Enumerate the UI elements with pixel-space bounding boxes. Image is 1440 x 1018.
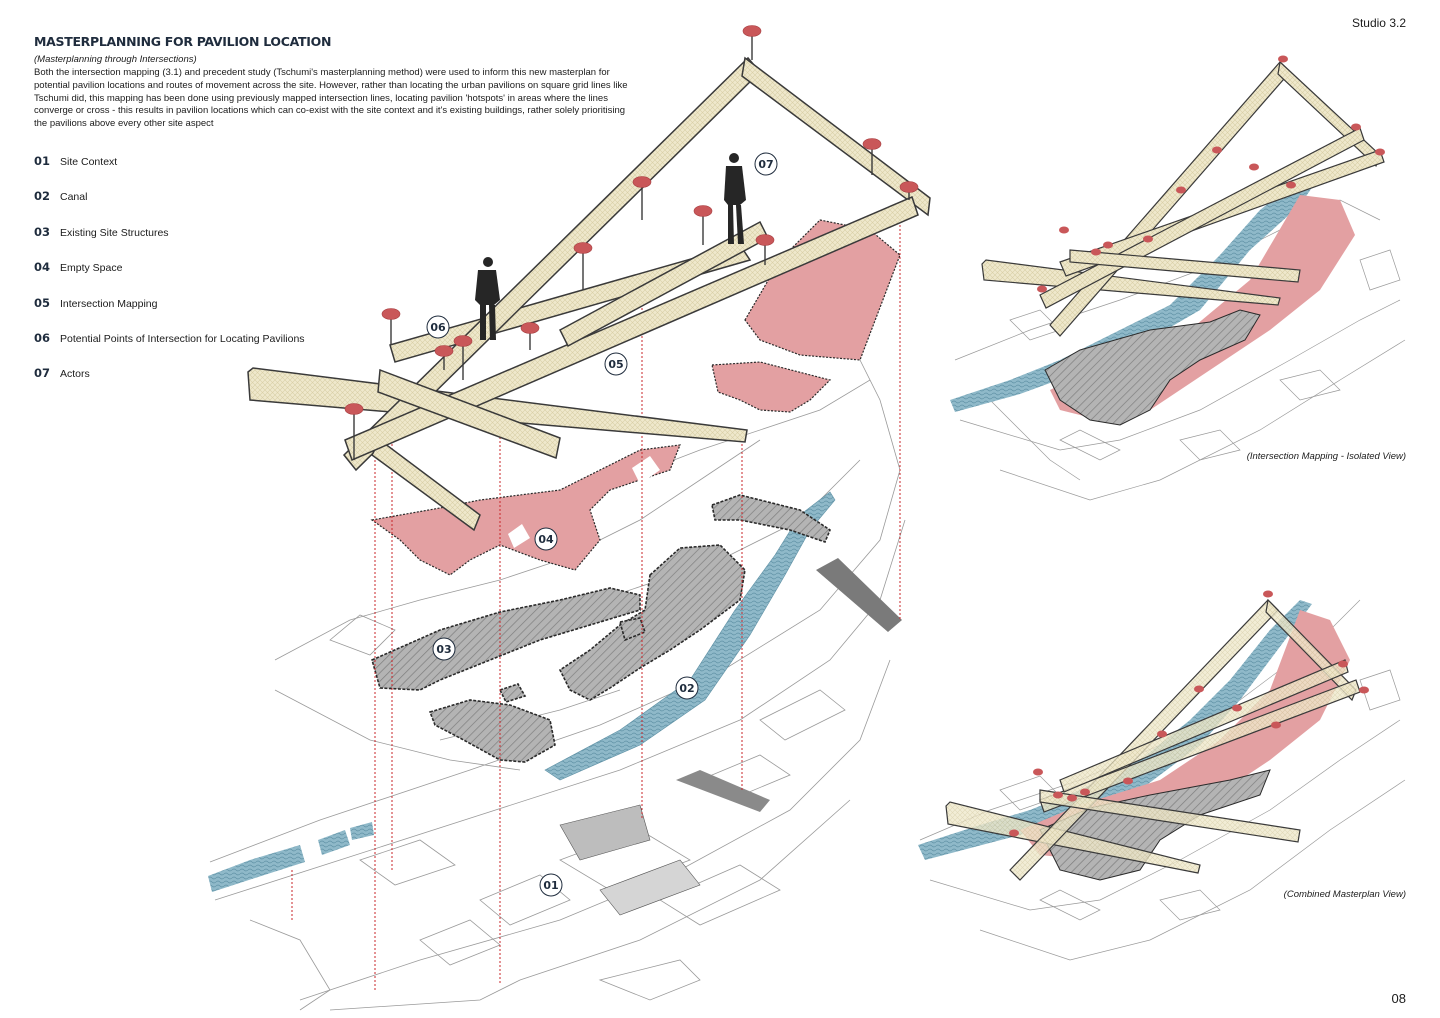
pavilion-marker bbox=[632, 176, 652, 188]
studio-label: Studio 3.2 bbox=[1351, 16, 1406, 30]
legend-number: 06 bbox=[34, 330, 51, 345]
empty-space-layer bbox=[370, 219, 901, 576]
pavilion-marker bbox=[453, 335, 473, 347]
context-building bbox=[559, 804, 651, 861]
legend-number: 03 bbox=[34, 224, 51, 239]
context-building bbox=[599, 859, 701, 916]
pavilion-marker bbox=[520, 322, 540, 334]
legend-item: 03 Existing Site Structures bbox=[34, 225, 305, 260]
page-number: 08 bbox=[1391, 991, 1406, 1006]
svg-text:01: 01 bbox=[543, 879, 558, 892]
context-building bbox=[816, 558, 902, 632]
existing-structures-layer bbox=[371, 494, 831, 763]
isolated-markers bbox=[1037, 55, 1385, 293]
callout-07: 07 bbox=[754, 152, 778, 176]
isolated-structures bbox=[1044, 309, 1261, 426]
legend-item: 06 Potential Points of Intersection for L… bbox=[34, 331, 305, 366]
pavilion-marker bbox=[693, 205, 713, 217]
canal-segment bbox=[318, 830, 350, 855]
pavilion-marker bbox=[381, 308, 401, 320]
legend-item: 02 Canal bbox=[34, 189, 305, 224]
callout-01: 01 bbox=[539, 873, 563, 897]
combined-canal bbox=[918, 600, 1312, 860]
legend-item: 05 Intersection Mapping bbox=[34, 296, 305, 331]
pavilion-marker bbox=[573, 242, 593, 254]
canal-segment bbox=[208, 845, 305, 892]
legend-number: 04 bbox=[34, 260, 51, 275]
legend-label: Actors bbox=[60, 368, 90, 381]
page-subtitle: (Masterplanning through Intersections) bbox=[34, 54, 197, 65]
callout-06: 06 bbox=[426, 315, 450, 339]
combined-view bbox=[918, 590, 1406, 961]
isolated-canal bbox=[950, 176, 1320, 412]
page-title: MASTERPLANNING FOR PAVILION LOCATION bbox=[34, 34, 332, 49]
legend-label: Canal bbox=[60, 191, 88, 204]
callout-05: 05 bbox=[604, 352, 628, 376]
main-axonometric: 01 02 03 04 05 06 07 bbox=[208, 25, 931, 1011]
pavilion-marker bbox=[862, 138, 882, 150]
combined-markers bbox=[1009, 590, 1369, 837]
pavilion-marker bbox=[899, 181, 919, 193]
svg-text:03: 03 bbox=[436, 643, 451, 656]
legend-item: 04 Empty Space bbox=[34, 260, 305, 295]
site-context-layer bbox=[209, 359, 906, 1011]
legend-label: Existing Site Structures bbox=[60, 226, 169, 239]
projection-lines bbox=[291, 225, 901, 990]
caption-combined-view: (Combined Masterplan View) bbox=[1283, 889, 1406, 900]
diagram-callouts: 01 02 03 04 05 06 07 bbox=[426, 152, 778, 897]
pavilion-marker bbox=[742, 25, 762, 37]
svg-text:07: 07 bbox=[758, 158, 773, 171]
pavilion-markers bbox=[344, 25, 919, 415]
legend-label: Empty Space bbox=[60, 262, 123, 275]
legend-number: 01 bbox=[34, 154, 51, 168]
legend-item: 07 Actors bbox=[34, 366, 305, 401]
callout-03: 03 bbox=[432, 637, 456, 661]
empty-space-voids bbox=[508, 456, 660, 548]
callout-02: 02 bbox=[675, 676, 699, 700]
context-building bbox=[676, 770, 770, 812]
combined-beams bbox=[945, 598, 1361, 881]
callout-04: 04 bbox=[534, 527, 558, 551]
svg-text:05: 05 bbox=[608, 358, 623, 371]
intro-paragraph: Both the intersection mapping (3.1) and … bbox=[34, 67, 628, 130]
isolated-beams bbox=[981, 60, 1385, 337]
legend-label: Site Context bbox=[60, 156, 118, 168]
legend: 01 Site Context 02 Canal 03 Existing Site S… bbox=[34, 154, 305, 402]
legend-number: 07 bbox=[34, 366, 51, 381]
svg-text:02: 02 bbox=[679, 682, 694, 695]
canal-segment bbox=[350, 822, 374, 840]
legend-number: 05 bbox=[34, 295, 51, 310]
actor-figure bbox=[724, 153, 746, 244]
legend-label: Potential Points of Intersection for Loc… bbox=[60, 332, 305, 345]
svg-text:06: 06 bbox=[430, 321, 446, 334]
pavilion-marker bbox=[344, 403, 364, 415]
svg-text:04: 04 bbox=[538, 533, 554, 546]
caption-isolated-view: (Intersection Mapping - Isolated View) bbox=[1246, 451, 1406, 462]
legend-number: 02 bbox=[34, 189, 51, 204]
legend-label: Intersection Mapping bbox=[60, 297, 158, 310]
legend-item: 01 Site Context bbox=[34, 154, 305, 189]
pavilion-marker bbox=[434, 345, 454, 357]
pavilion-marker bbox=[755, 234, 775, 246]
isolated-view bbox=[950, 55, 1406, 501]
actor-figure bbox=[475, 257, 500, 340]
